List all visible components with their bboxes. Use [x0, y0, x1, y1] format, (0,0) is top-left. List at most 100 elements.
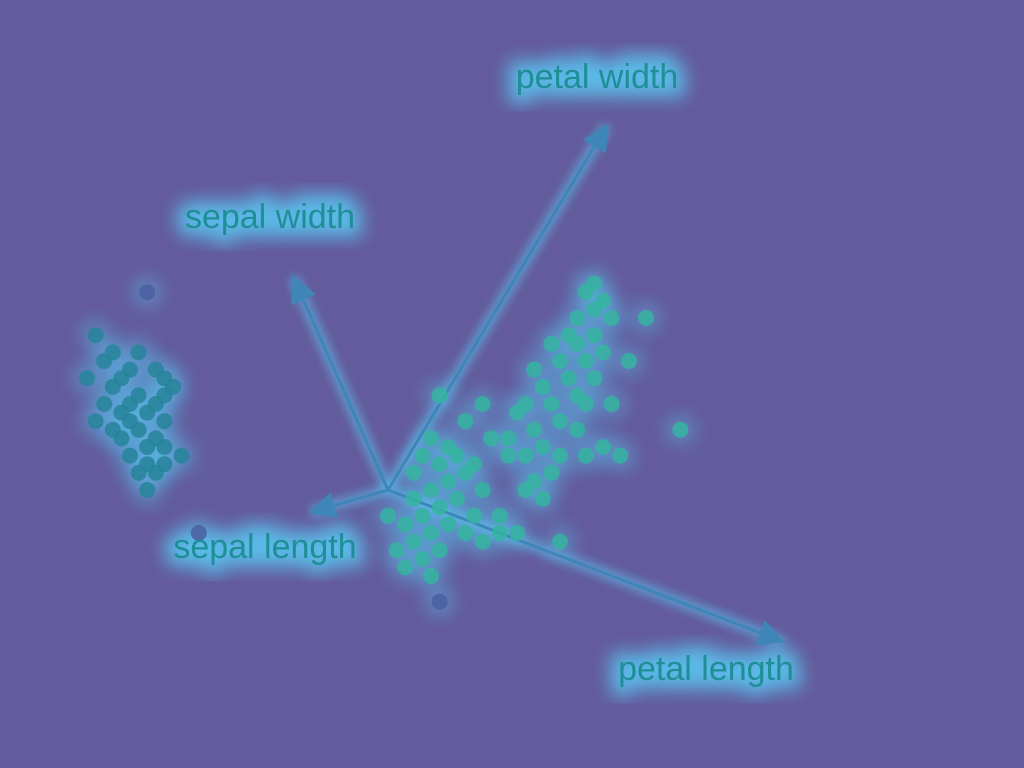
data-point	[104, 378, 121, 395]
data-point	[130, 421, 147, 438]
data-point	[139, 284, 156, 301]
data-point	[113, 430, 130, 447]
data-point	[388, 542, 405, 559]
data-point	[569, 310, 586, 326]
data-point	[577, 396, 594, 412]
data-point	[156, 439, 173, 455]
label-glow: sepal width	[185, 198, 355, 236]
data-point	[440, 473, 457, 490]
data-point	[595, 344, 611, 361]
data-point	[79, 370, 95, 387]
data-point	[173, 447, 190, 464]
data-point	[586, 370, 603, 387]
data-point	[526, 421, 543, 438]
data-point	[534, 378, 551, 395]
data-point	[87, 327, 104, 344]
data-point	[405, 464, 422, 481]
data-point	[380, 507, 396, 524]
data-point	[104, 344, 121, 361]
data-point	[431, 499, 448, 516]
axis-label-sepal-length: sepal length	[173, 528, 356, 566]
data-point	[414, 550, 431, 567]
label-glow: petal length	[618, 650, 794, 688]
data-point	[139, 482, 156, 498]
data-point	[130, 464, 147, 481]
data-point	[483, 430, 500, 447]
data-point	[543, 464, 560, 481]
loading-axes	[290, 123, 785, 646]
data-point	[87, 413, 104, 430]
data-point	[534, 490, 551, 507]
loading-arrow-sepal-length	[308, 488, 389, 519]
data-point	[543, 396, 560, 412]
data-point	[96, 396, 113, 412]
data-point	[500, 430, 517, 447]
data-point	[474, 533, 491, 550]
data-point	[457, 525, 474, 541]
data-point	[638, 310, 654, 326]
data-point	[552, 413, 568, 430]
data-point	[586, 327, 603, 344]
data-point	[156, 413, 173, 430]
data-point	[543, 335, 560, 352]
data-point	[431, 593, 448, 610]
data-point	[147, 464, 164, 481]
data-point	[431, 542, 448, 559]
data-point	[139, 404, 156, 421]
axis-label-sepal-width: sepal width	[185, 198, 355, 236]
data-point	[405, 533, 422, 550]
data-point	[620, 353, 637, 369]
loading-arrow-petal-length	[387, 488, 785, 646]
data-point	[595, 439, 611, 455]
axis-label-petal-length: petal length	[618, 650, 794, 688]
data-point	[448, 447, 465, 464]
data-point	[414, 447, 431, 464]
data-point	[552, 447, 568, 464]
data-point	[509, 525, 525, 541]
data-point	[165, 378, 181, 395]
data-point	[577, 353, 594, 369]
data-point	[448, 490, 465, 507]
data-point	[569, 421, 586, 438]
data-point	[431, 387, 448, 404]
data-point	[431, 456, 448, 473]
data-points	[79, 275, 689, 610]
data-point	[474, 396, 491, 412]
data-point	[457, 464, 474, 481]
data-point	[509, 404, 525, 421]
data-point	[603, 310, 620, 326]
data-point	[397, 516, 414, 533]
data-point	[457, 413, 474, 430]
data-point	[526, 361, 543, 378]
data-point	[491, 507, 508, 524]
data-point	[500, 447, 517, 464]
data-point	[423, 430, 439, 447]
data-point	[534, 439, 551, 455]
data-point	[569, 335, 586, 352]
data-point	[672, 421, 689, 438]
data-point	[491, 525, 508, 541]
data-point	[552, 353, 568, 369]
data-point	[122, 447, 138, 464]
data-point	[139, 439, 156, 455]
data-point	[423, 568, 439, 584]
data-point	[474, 482, 491, 498]
data-point	[423, 482, 439, 498]
label-glow: petal width	[516, 58, 679, 96]
data-point	[603, 396, 620, 412]
data-point	[586, 275, 603, 292]
data-point	[397, 559, 414, 576]
loading-arrow-sepal-width	[290, 275, 390, 491]
axis-labels: petal width sepal width sepal length pet…	[173, 58, 794, 688]
data-point	[423, 525, 439, 541]
data-point	[560, 370, 577, 387]
data-point	[130, 344, 147, 361]
data-point	[577, 447, 594, 464]
data-point	[552, 533, 568, 550]
data-point	[517, 482, 534, 498]
data-point	[612, 447, 629, 464]
loading-arrow-petal-width	[386, 123, 609, 491]
data-point	[405, 490, 422, 507]
